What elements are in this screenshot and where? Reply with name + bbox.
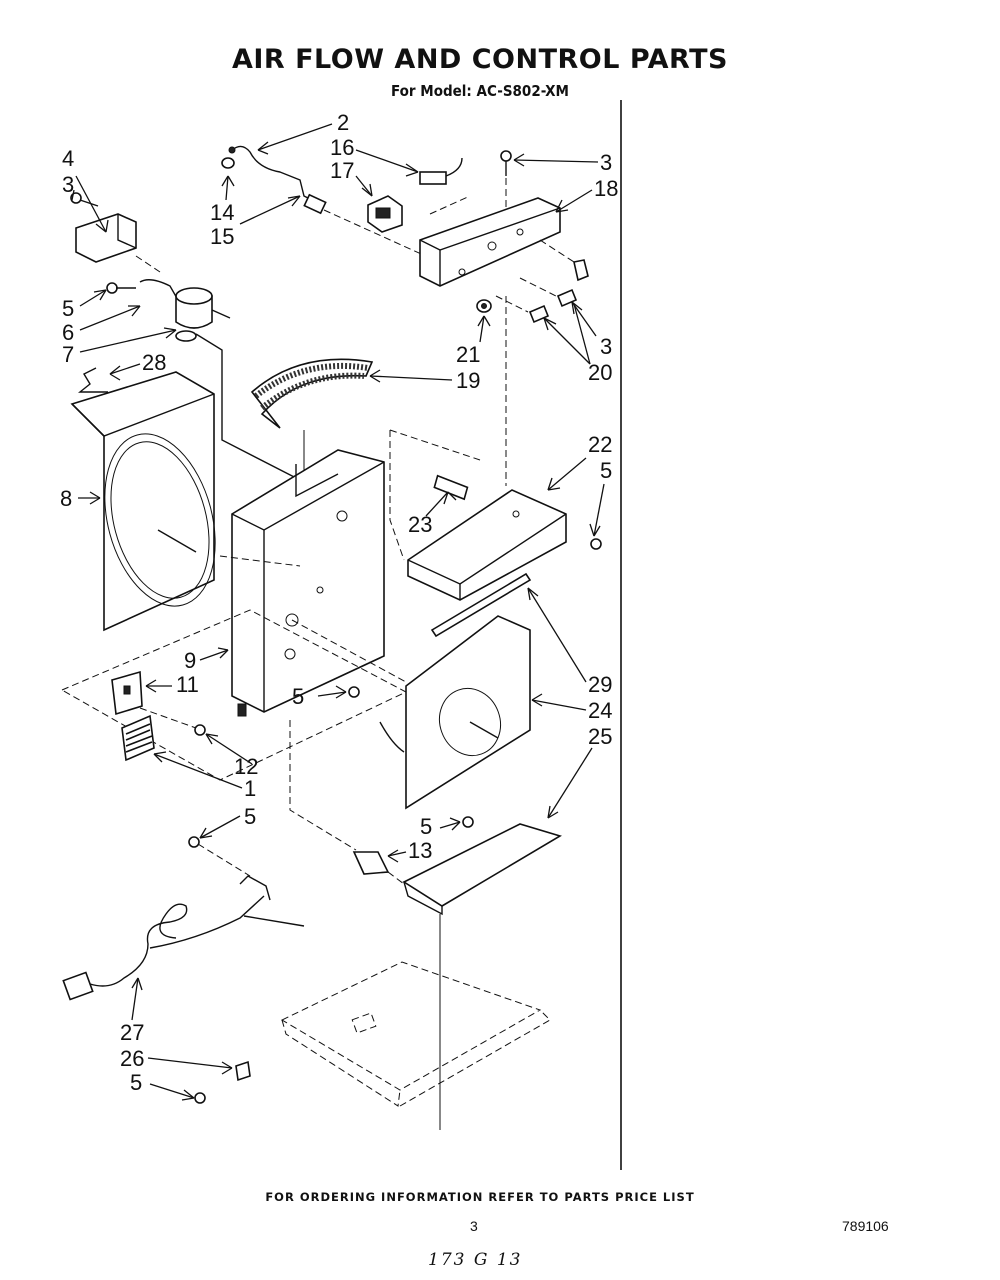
model-subtitle: For Model: AC-S802-XM: [391, 82, 569, 100]
part-15-thermostat-bulb: [303, 193, 431, 259]
part-5-screw-mid: [188, 538, 602, 877]
document-id: 789106: [842, 1218, 889, 1234]
callout-3-top: 3: [600, 150, 612, 175]
callout-5-b: 5: [600, 458, 612, 483]
callout-21: 21: [456, 342, 480, 367]
callout-24: 24: [588, 698, 612, 723]
part-3-screw-left: [70, 192, 99, 207]
callout-23: 23: [408, 512, 432, 537]
leader-arrows: [71, 123, 605, 1101]
callout-14: 14: [210, 200, 234, 225]
callout-5-a: 5: [62, 296, 74, 321]
callout-6: 6: [62, 320, 74, 345]
part-13-spacer: [289, 720, 405, 885]
part-8-blower-housing: [70, 371, 216, 632]
part-18-control-bracket: [419, 195, 561, 287]
callout-13: 13: [408, 838, 432, 863]
page-number: 3: [470, 1218, 478, 1234]
page-title: AIR FLOW AND CONTROL PARTS: [231, 44, 729, 75]
callout-7: 7: [62, 342, 74, 367]
callout-22: 22: [588, 432, 612, 457]
part-25-drain-pan: [402, 823, 562, 1130]
part-17-switch: [367, 195, 403, 233]
callout-19: 19: [456, 368, 480, 393]
callout-15: 15: [210, 224, 234, 249]
part-27-power-cord: [62, 875, 305, 1001]
callout-20: 20: [588, 360, 612, 385]
part-29-gasket: [430, 572, 532, 638]
part-6-strap: [139, 279, 179, 301]
callout-5-f: 5: [130, 1070, 142, 1095]
callout-9: 9: [184, 648, 196, 673]
part-21-grommet: [476, 299, 492, 313]
callout-2: 2: [337, 110, 349, 135]
part-12-screw: [139, 707, 206, 736]
callout-8: 8: [60, 486, 72, 511]
callout-29: 29: [588, 672, 612, 697]
part-16-sensor: [419, 157, 463, 185]
callout-5-d: 5: [244, 804, 256, 829]
part-3-screw-top: [500, 150, 512, 212]
part-4-bracket: [75, 213, 161, 273]
callout-5-c: 5: [292, 684, 304, 709]
callout-5-e: 5: [420, 814, 432, 839]
callout-11: 11: [176, 672, 199, 697]
callout-28: 28: [142, 350, 166, 375]
callout-3-right: 3: [600, 334, 612, 359]
part-22-tray: [407, 296, 567, 601]
callout-4: 4: [62, 146, 74, 171]
part-7-capacitor: [175, 287, 301, 481]
callout-3-left: 3: [62, 172, 74, 197]
callout-1: 1: [244, 776, 256, 801]
part-5-screw-bottom: [194, 1092, 206, 1104]
callout-18: 18: [594, 176, 618, 201]
callout-16: 16: [330, 135, 354, 160]
base-pan-outline: [280, 961, 551, 1107]
part-26-clamp: [235, 1060, 251, 1082]
callout-27: 27: [120, 1020, 144, 1045]
callout-17: 17: [330, 158, 354, 183]
callout-25: 25: [588, 724, 612, 749]
ordering-note: FOR ORDERING INFORMATION REFER TO PARTS …: [265, 1190, 695, 1204]
part-11-bracket: [111, 670, 143, 716]
callout-26: 26: [120, 1046, 144, 1071]
part-23-tube: [389, 429, 481, 561]
part-9-shroud: [219, 449, 407, 717]
part-24-partition: [379, 615, 531, 810]
part-2-wire-clip: [221, 145, 317, 203]
part-20-screws: [495, 239, 589, 324]
part-5-screw-left: [106, 282, 136, 294]
part-28-clip: [78, 367, 108, 393]
part-1-grille: [121, 714, 155, 762]
handwritten-note: 173 G 13: [428, 1250, 523, 1270]
callout-12: 12: [234, 754, 258, 779]
